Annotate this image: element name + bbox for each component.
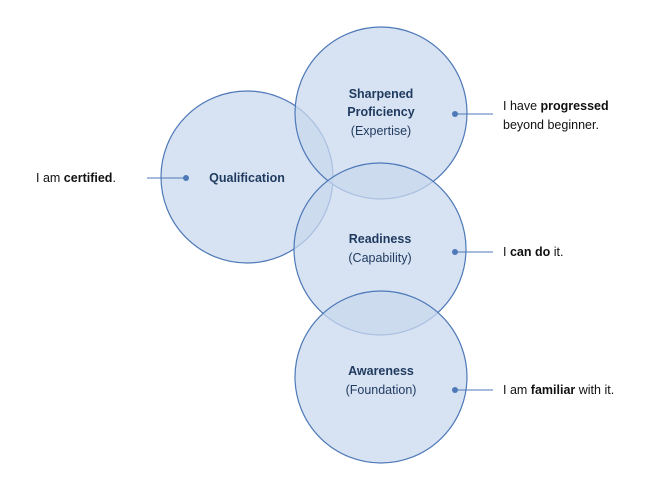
progressed-statement-line2: beyond beginner. xyxy=(503,118,599,132)
awareness-subtitle: (Foundation) xyxy=(346,383,417,397)
progressed-statement-line1: I have progressed xyxy=(503,99,609,113)
readiness-title: Readiness xyxy=(349,232,412,246)
qualification-title: Qualification xyxy=(209,171,285,185)
familiar-statement: I am familiar with it. xyxy=(503,383,614,397)
awareness-circle xyxy=(294,290,468,464)
proficiency-title-line2: Proficiency xyxy=(347,105,414,119)
progressed-dot xyxy=(452,111,458,117)
certified-statement: I am certified. xyxy=(36,171,116,185)
proficiency-subtitle: (Expertise) xyxy=(351,124,411,138)
readiness-subtitle: (Capability) xyxy=(348,251,411,265)
proficiency-title-line1: Sharpened xyxy=(349,87,414,101)
can-do-dot xyxy=(452,249,458,255)
can-do-statement: I can do it. xyxy=(503,245,563,259)
certified-dot xyxy=(183,175,189,181)
awareness-title: Awareness xyxy=(348,364,414,378)
familiar-dot xyxy=(452,387,458,393)
